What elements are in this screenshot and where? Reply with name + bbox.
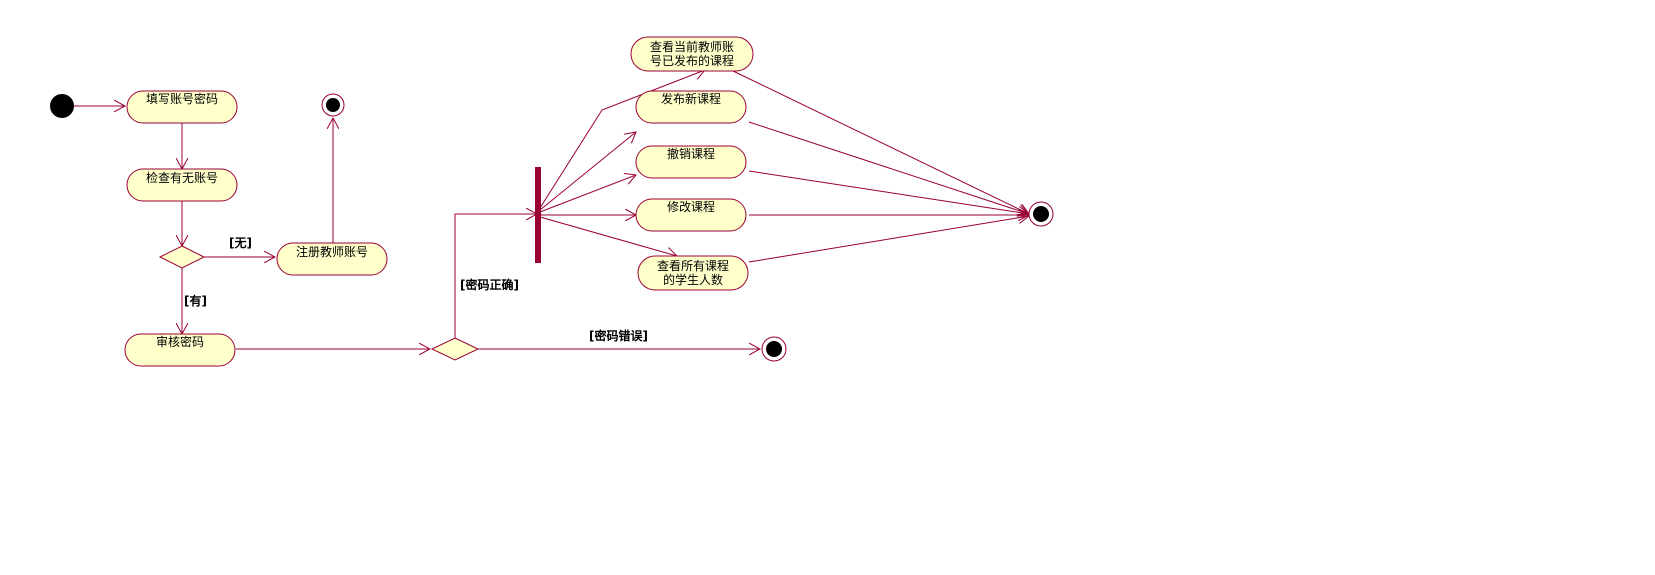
guard-password-wrong: [密码错误]	[589, 328, 648, 343]
action-register-account: 注册教师账号	[276, 242, 388, 276]
edge-publish-to-end	[748, 121, 1029, 214]
decision-password	[430, 337, 480, 361]
guard-password-correct: [密码正确]	[460, 277, 519, 292]
action-label-line1: 查看当前教师账	[650, 39, 734, 54]
action-publish-new-course: 发布新课程	[635, 90, 747, 124]
end-node-final	[1028, 201, 1054, 227]
guard-has-account: [有]	[184, 293, 207, 308]
action-label: 注册教师账号	[296, 244, 368, 259]
action-fill-account-password: 填写账号密码	[126, 90, 238, 124]
edge-fork-to-publish	[539, 132, 636, 211]
action-label: 检查有无账号	[146, 170, 218, 185]
edge-fork-to-revoke	[539, 175, 636, 213]
guard-no-account: [无]	[229, 236, 252, 250]
edge-revoke-to-end	[748, 170, 1029, 214]
edge-fork-to-view-students	[539, 216, 677, 256]
edge-view-published-to-end	[730, 69, 1029, 214]
action-label: 审核密码	[156, 334, 204, 349]
action-label: 发布新课程	[661, 91, 721, 106]
action-check-account: 检查有无账号	[126, 168, 238, 202]
action-label: 填写账号密码	[146, 91, 218, 106]
action-revoke-course: 撤销课程	[635, 145, 747, 179]
action-verify-password: 审核密码	[124, 333, 236, 367]
action-label-line2: 号已发布的课程	[650, 53, 734, 68]
start-node	[50, 94, 74, 118]
action-view-all-students: 查看所有课程 的学生人数	[637, 255, 749, 291]
action-label-line2: 的学生人数	[663, 272, 723, 287]
action-view-published-courses: 查看当前教师账 号已发布的课程	[630, 36, 754, 72]
action-label: 修改课程	[667, 199, 715, 214]
edges	[72, 70, 1029, 349]
action-modify-course: 修改课程	[635, 198, 747, 232]
decision-account-exists	[158, 245, 206, 269]
edge-fork-to-view-published	[539, 70, 705, 209]
edge-decision2-to-fork	[454, 214, 537, 338]
end-node-password-wrong	[761, 336, 787, 362]
end-node-register	[321, 93, 345, 117]
edge-view-students-to-end	[748, 216, 1029, 263]
action-label-line1: 查看所有课程	[657, 258, 729, 273]
action-label: 撤销课程	[667, 146, 715, 161]
fork-bar	[535, 167, 541, 263]
